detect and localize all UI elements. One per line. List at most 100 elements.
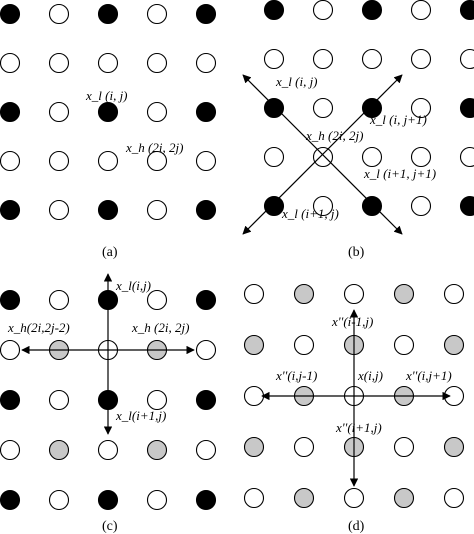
- panel-a-node-filled-r2-c0: [0, 101, 21, 123]
- panel-b-node-filled-r4-c0: [263, 195, 285, 217]
- panel-c-node-hollow-r3-c0: [0, 439, 21, 461]
- panel-d-node-gray-r3-c0: [243, 436, 265, 458]
- panel-c-node-gray-r3-c3: [146, 439, 168, 461]
- panel-b-node-filled-r0-c4: [459, 0, 474, 21]
- panel-b-node-hollow-r3-c0: [263, 146, 285, 168]
- panel-a-node-hollow-r1-c0: [0, 52, 21, 74]
- panel-a-node-hollow-r4-c1: [48, 199, 70, 221]
- panel-d-node-hollow-r4-c0: [243, 487, 265, 509]
- panel-b-label-xh-2i2j: x_h (2i, 2j): [305, 128, 363, 143]
- panel-d-label-xpp-im1j: x''(i-1,j): [331, 314, 373, 329]
- panel-c-node-hollow-r1-c4: [195, 339, 217, 361]
- panel-a-node-filled-r4-c0: [0, 199, 21, 221]
- panel-d-node-gray-r3-c4: [443, 436, 465, 458]
- panel-b-node-filled-r0-c2: [361, 0, 383, 21]
- panel-d-node-hollow-r3-c3: [393, 436, 415, 458]
- panel-b-node-filled-r2-c4: [459, 97, 474, 119]
- panel-b-label-xl-ij: x_l (i, j): [275, 74, 318, 89]
- panel-d-node-hollow-r0-c2: [343, 283, 365, 305]
- panel-b-node-hollow-r1-c1: [312, 48, 334, 70]
- panel-a-node-filled-r0-c0: [0, 3, 21, 25]
- panel-a-node-hollow-r3-c0: [0, 150, 21, 172]
- panel-b-node-hollow-r1-c2: [361, 48, 383, 70]
- panel-a-node-filled-r4-c2: [97, 199, 119, 221]
- panel-d-label-x-ij: x(i,j): [357, 368, 383, 383]
- panel-d-label-xpp-ip1j: x''(i+1,j): [335, 420, 382, 435]
- panel-a-node-hollow-r1-c4: [195, 52, 217, 74]
- panel-c-node-gray-r3-c1: [48, 439, 70, 461]
- panel-a-node-hollow-r2-c3: [146, 101, 168, 123]
- panel-a-label-xh-2i2j: x_h (2i, 2j): [125, 140, 183, 155]
- panel-b-arrow-diagonal-2: [242, 74, 403, 235]
- panel-a-node-hollow-r3-c1: [48, 150, 70, 172]
- panel-d-node-gray-r0-c1: [293, 283, 315, 305]
- panel-b-node-filled-r2-c0: [263, 97, 285, 119]
- panel-a-node-hollow-r0-c1: [48, 3, 70, 25]
- panel-d-node-hollow-r4-c4: [443, 487, 465, 509]
- panel-d-node-gray-r4-c1: [293, 487, 315, 509]
- panel-b-caption: (b): [348, 245, 365, 260]
- panel-c-node-hollow-r2-c3: [146, 389, 168, 411]
- panel-a-node-filled-r2-c4: [195, 101, 217, 123]
- panel-b-node-hollow-r3-c2: [361, 146, 383, 168]
- panel-d-node-hollow-r1-c3: [393, 334, 415, 356]
- panel-c-node-hollow-r3-c2: [97, 439, 119, 461]
- panel-b-label-xl-i1j1: x_l (i+1, j+1): [363, 166, 436, 181]
- panel-d-node-gray-r1-c0: [243, 334, 265, 356]
- panel-c-node-hollow-r4-c3: [146, 489, 168, 511]
- panel-c-node-hollow-r0-c1: [48, 289, 70, 311]
- panel-c-caption: (c): [102, 519, 118, 534]
- panel-c-label-xh-2i2j: x_h (2i, 2j): [131, 320, 189, 335]
- panel-c-node-hollow-r1-c0: [0, 339, 21, 361]
- panel-b-label-xl-i1j: x_l (i+1, j): [281, 206, 339, 221]
- panel-d-node-hollow-r0-c0: [243, 283, 265, 305]
- panel-b-node-hollow-r1-c4: [459, 48, 474, 70]
- panel-c-node-filled-r0-c4: [195, 289, 217, 311]
- panel-b-node-hollow-r0-c1: [312, 0, 334, 21]
- panel-b-node-hollow-r2-c3: [410, 97, 432, 119]
- panel-a-label-xl-ij: x_l (i, j): [85, 88, 128, 103]
- panel-a-caption: (a): [102, 245, 118, 260]
- panel-c-node-hollow-r3-c4: [195, 439, 217, 461]
- panel-b-node-hollow-r2-c1: [312, 97, 334, 119]
- panel-c-node-hollow-r4-c1: [48, 489, 70, 511]
- panel-d-node-gray-r4-c3: [393, 487, 415, 509]
- panel-b-node-hollow-r0-c3: [410, 0, 432, 21]
- panel-b-node-hollow-r3-c4: [459, 146, 474, 168]
- panel-d-node-gray-r1-c4: [443, 334, 465, 356]
- panel-b-node-hollow-r4-c3: [410, 195, 432, 217]
- panel-c-label-xl-i1j: x_l(i+1,j): [115, 408, 166, 423]
- panel-c-grid: [0, 289, 217, 511]
- panel-d-node-hollow-r0-c4: [443, 283, 465, 305]
- panel-d-label-xpp-ijp1: x''(i,j+1): [405, 368, 452, 383]
- panel-b-node-hollow-r3-c1: [312, 146, 334, 168]
- panel-d-node-hollow-r3-c1: [293, 436, 315, 458]
- panel-b-node-hollow-r1-c3: [410, 48, 432, 70]
- panel-a-node-filled-r0-c4: [195, 3, 217, 25]
- panel-d-node-hollow-r4-c2: [343, 487, 365, 509]
- panel-a-node-hollow-r3-c3: [146, 150, 168, 172]
- panel-a-node-filled-r0-c2: [97, 3, 119, 25]
- panel-c-label-xl-ij: x_l(i,j): [115, 278, 151, 293]
- panel-b-node-filled-r4-c4: [459, 195, 474, 217]
- panel-d-caption: (d): [348, 519, 365, 534]
- panel-b-node-hollow-r1-c0: [263, 48, 285, 70]
- panel-c-label-xh-2i2j-2: x_h(2i,2j-2): [7, 320, 70, 335]
- panel-a-node-hollow-r4-c3: [146, 199, 168, 221]
- panel-b-node-filled-r4-c2: [361, 195, 383, 217]
- panel-a-node-filled-r2-c2: [97, 101, 119, 123]
- panel-c-node-hollow-r2-c1: [48, 389, 70, 411]
- panel-b-node-hollow-r3-c3: [410, 146, 432, 168]
- panel-a-node-hollow-r3-c2: [97, 150, 119, 172]
- panel-a-node-hollow-r1-c2: [97, 52, 119, 74]
- panel-c-node-filled-r0-c0: [0, 289, 21, 311]
- panel-c-node-filled-r2-c4: [195, 389, 217, 411]
- panel-c-node-filled-r4-c2: [97, 489, 119, 511]
- panel-c-node-filled-r4-c0: [0, 489, 21, 511]
- panel-a-node-hollow-r1-c1: [48, 52, 70, 74]
- panel-c-node-hollow-r0-c3: [146, 289, 168, 311]
- panel-d-node-hollow-r1-c1: [293, 334, 315, 356]
- panel-a-node-hollow-r0-c3: [146, 3, 168, 25]
- panel-a-node-hollow-r3-c4: [195, 150, 217, 172]
